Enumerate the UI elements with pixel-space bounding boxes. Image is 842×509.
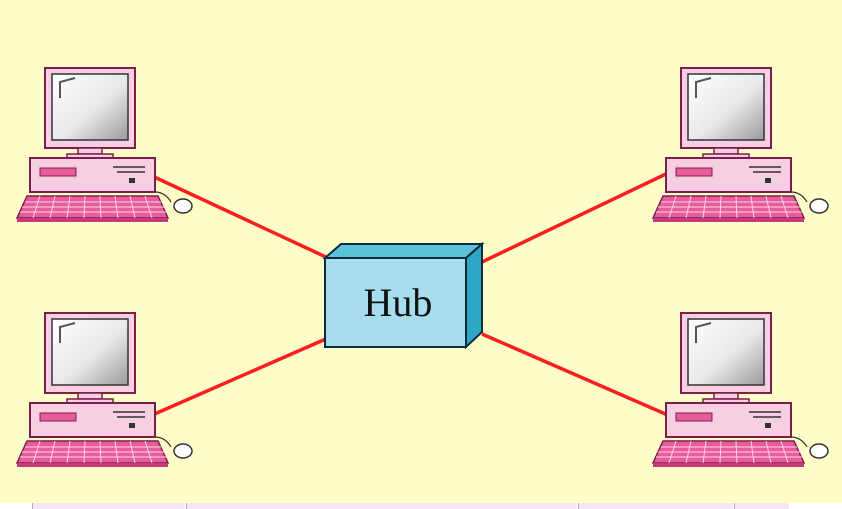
strip-segment <box>186 503 577 509</box>
link-bottom-right <box>481 332 671 418</box>
desktop-computer-icon <box>652 312 829 468</box>
strip-segment <box>578 503 733 509</box>
strip-segment <box>32 503 185 509</box>
hub-label: Hub <box>364 280 433 325</box>
link-top-left <box>149 173 329 260</box>
strip-segment <box>734 503 789 509</box>
link-top-right <box>481 170 671 264</box>
desktop-computer-icon <box>16 67 193 223</box>
link-bottom-left <box>149 336 329 418</box>
desktop-computer-icon <box>652 67 829 223</box>
network-hub-icon: Hub <box>322 241 485 350</box>
bottom-strip <box>0 503 842 509</box>
desktop-computer-icon <box>16 312 193 468</box>
network-links <box>149 170 671 418</box>
